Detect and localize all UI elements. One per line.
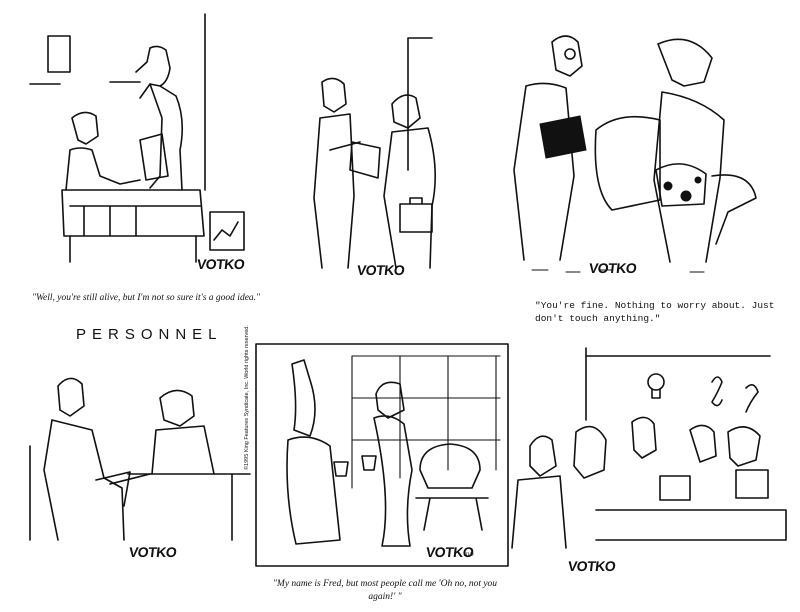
exam-chair-back [594,115,661,211]
fred-head [291,359,316,437]
caption-cartoon-3: "You're fine. Nothing to worry about. Ju… [535,300,775,324]
worker-1-body [511,475,567,549]
man-left-body [313,113,361,269]
applicant-body [29,419,125,541]
cartoon-4-drawing [29,377,251,541]
copyright-notice: ©1995 King Features Syndicate, Inc. Worl… [244,325,250,470]
black-clipboard [539,115,587,159]
cartoon-1-drawing [29,13,245,263]
fluorescent-bulb-icon [745,384,759,413]
worker-1-head [529,435,557,477]
computer-monitors [659,469,769,501]
light-bulb-icon [647,373,665,391]
patient-head [71,111,99,145]
doctor-body [513,82,575,261]
spot [694,176,702,184]
bulb-base [651,389,661,399]
punch-bowl-table [415,443,489,531]
patient-head [657,38,713,87]
signature-cartoon-3: VOTKO [588,260,638,276]
fluorescent-bulb-icon [711,376,723,407]
hospital-bed [61,189,205,237]
patient-body [653,91,725,263]
signature-cartoon-2: VOTKO [356,262,406,278]
spotted-shorts [655,163,707,207]
worker-5-head [727,426,761,467]
worker-4-head [689,424,717,463]
doctor-head [551,35,583,77]
man-right-head [391,94,421,129]
woman-body [373,415,413,547]
interviewer-body [151,425,215,475]
cartoon-6-drawing [511,347,787,549]
bed-legs [69,235,197,263]
doctor-figure [135,45,184,191]
desk [127,473,251,541]
office-desk [595,509,787,541]
window-grid [351,355,501,489]
cartoon-2-drawing [313,37,436,269]
panel-frame [255,343,509,567]
worker-3-head [631,416,657,459]
heading-personnel: PERSONNEL [76,326,223,343]
exam-chair-arm [711,174,757,245]
caption-cartoon-1: "Well, you're still alive, but I'm not s… [31,293,261,303]
interviewer-head [159,389,195,427]
doctor-glasses [564,48,576,60]
wall-line [29,81,141,85]
briefcase [399,197,433,233]
spot [663,181,673,191]
wall-corner [585,347,771,421]
doctor-clipboard [139,133,169,181]
worker-2-head [573,425,607,479]
caption-cartoon-5: "My name is Fred, but most people call m… [272,579,498,602]
paper-sheet [349,141,381,179]
signature-cartoon-4: VOTKO [128,544,178,560]
signature-cartoon-6: VOTKO [567,558,617,574]
signature-cartoon-1: VOTKO [196,256,246,272]
spot [680,190,692,202]
applicant-arm [95,471,151,507]
cartoon-3-drawing [513,35,757,273]
date-cartoon-5: 10/9 [463,552,474,558]
applicant-head [57,377,85,417]
woman-head [375,381,405,419]
wall-corner [407,37,433,171]
wall-frame [47,35,71,73]
fred-cup [333,461,349,477]
man-left-head [321,77,347,113]
woman-cup [361,455,377,471]
fred-body [286,436,341,545]
chart-board [209,211,245,251]
patient-body [65,147,141,191]
cartoon-5-drawing [255,343,509,567]
floor-marks [531,269,705,273]
